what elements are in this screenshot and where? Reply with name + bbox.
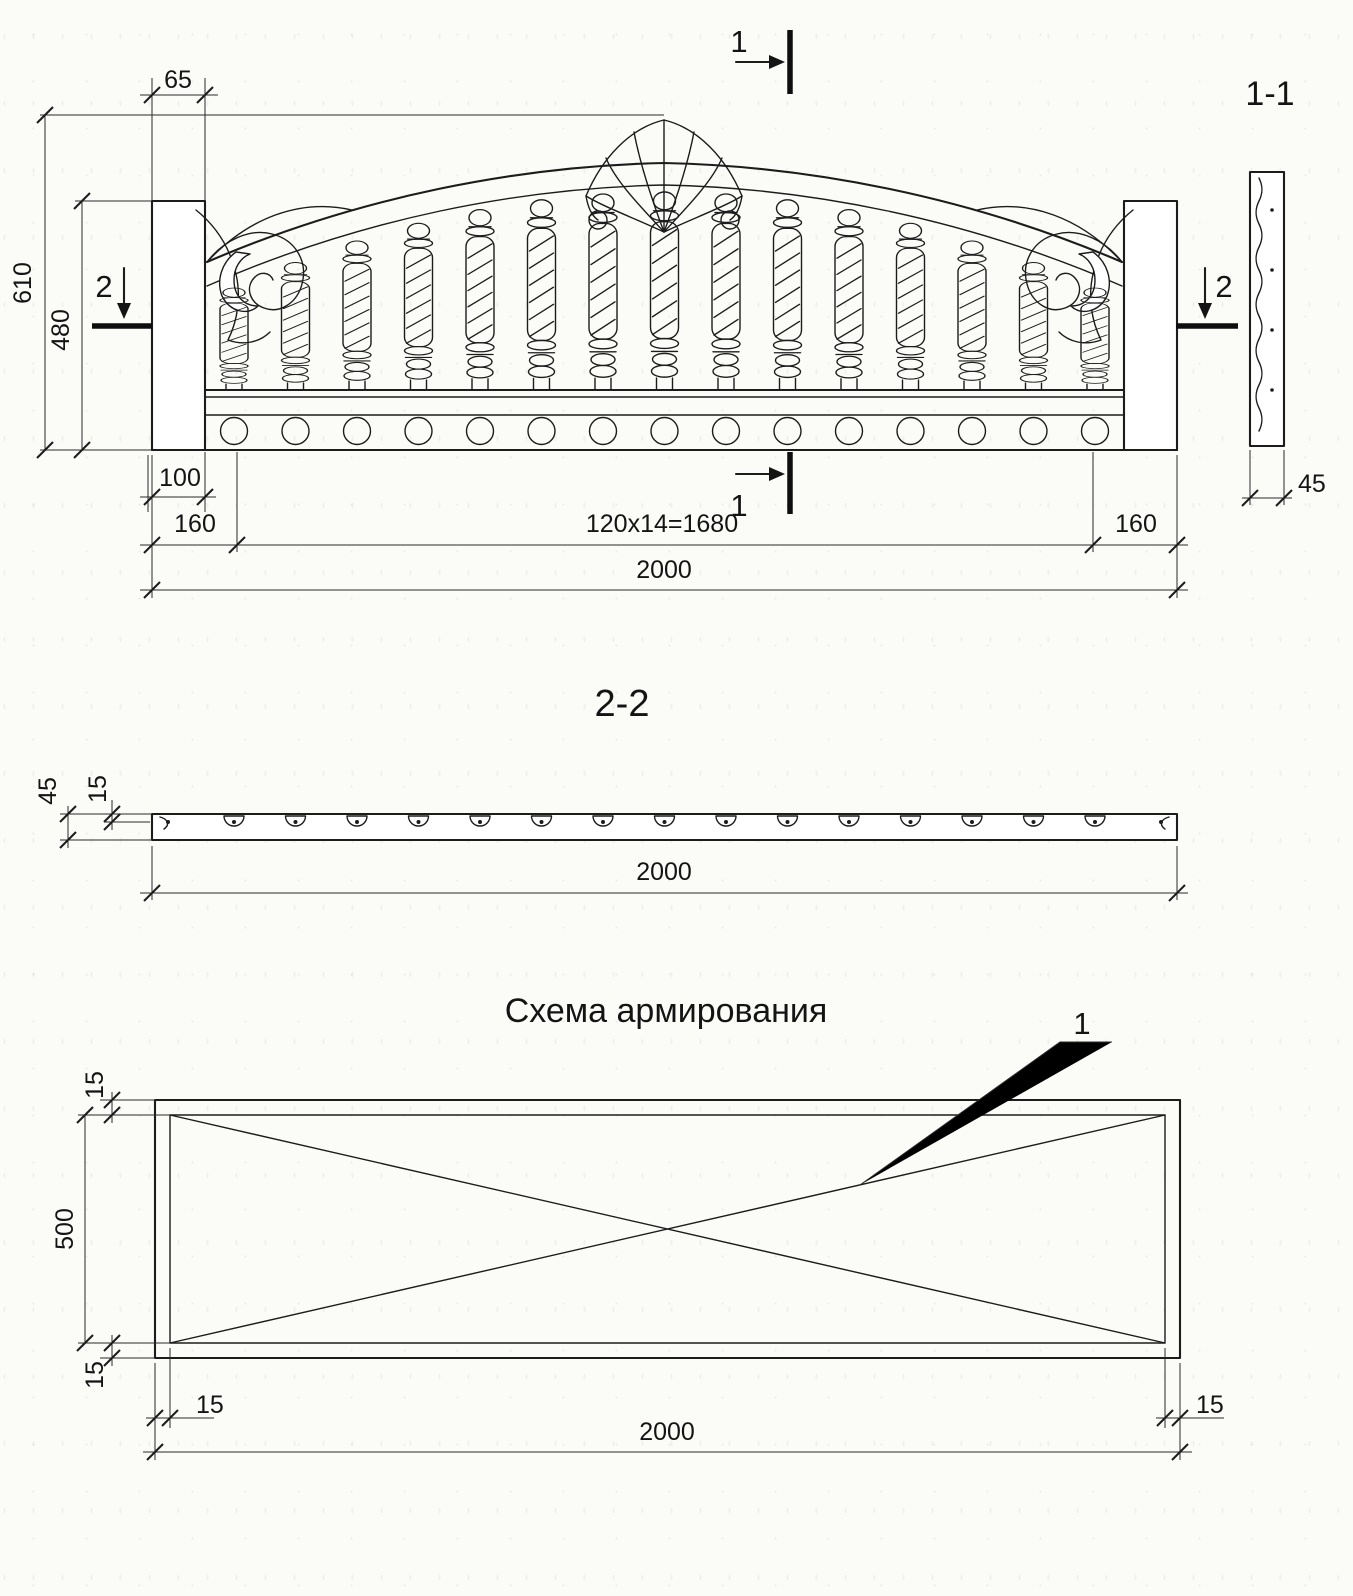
dim-total-width: 2000 <box>636 556 692 584</box>
side-section-outline <box>1248 170 1286 448</box>
section-mark-1-bottom: 1 <box>730 452 793 523</box>
dim-total-height: 610 <box>9 262 37 304</box>
side-section-dots <box>1270 208 1274 392</box>
plan-dimension-lines <box>59 800 1188 902</box>
dim-plan-thickness: 45 <box>34 777 62 805</box>
dim-plan-offset: 15 <box>84 775 112 803</box>
rebar-callout: 1 <box>859 1006 1112 1186</box>
dim-top-cover: 15 <box>81 1071 109 1099</box>
dim-rail-height: 480 <box>47 309 75 351</box>
section-mark-label: 2 <box>1215 269 1232 304</box>
section-mark-1-top: 1 <box>730 24 793 94</box>
dim-plan-total-width: 2000 <box>636 858 692 886</box>
reinforcement-scheme: Схема армирования 1 15 500 15 15 15 2000 <box>51 992 1224 1461</box>
plan-socket-row <box>159 815 1170 830</box>
plan-section-view: 2-2 45 15 2000 <box>34 683 1188 902</box>
plan-section-title: 2-2 <box>595 683 650 725</box>
dim-reinf-total-width: 2000 <box>639 1418 695 1446</box>
section-mark-2-right: 2 <box>1176 266 1238 329</box>
reinforcement-dimension-lines <box>76 1091 1224 1461</box>
side-section-profile <box>1255 177 1263 432</box>
dim-baluster-run: 120x14=1680 <box>586 510 738 538</box>
dim-right-cover: 15 <box>1196 1391 1224 1419</box>
dim-bottom-cover: 15 <box>81 1361 109 1389</box>
elevation-view: 1 1 2 2 65 610 480 100 160 120x14=1680 1… <box>9 24 1238 599</box>
fan-ornament <box>585 119 743 233</box>
reinforcement-title: Схема армирования <box>505 992 828 1030</box>
panel-outline <box>153 1098 1182 1360</box>
dim-left-margin: 160 <box>174 510 216 538</box>
dim-post-width: 65 <box>164 66 192 94</box>
plan-strip-outline <box>150 812 1179 842</box>
dim-base-height: 100 <box>159 464 201 492</box>
base-rail <box>203 388 1126 416</box>
left-post <box>150 199 207 452</box>
section-mark-label: 1 <box>730 488 747 523</box>
dim-right-margin: 160 <box>1115 510 1157 538</box>
elevation-dimension-lines <box>36 78 1188 599</box>
section-mark-2-left: 2 <box>92 266 152 329</box>
rebar-callout-label: 1 <box>1073 1006 1090 1041</box>
section-mark-label: 1 <box>730 24 747 59</box>
base-ball-row <box>219 416 1110 446</box>
rebar-frame <box>169 1114 1166 1344</box>
rebar-diagonals <box>169 1114 1166 1344</box>
side-section-view: 1-1 45 <box>1241 75 1326 507</box>
section-mark-label: 2 <box>95 269 112 304</box>
dim-frame-height: 500 <box>51 1208 79 1250</box>
dim-left-cover: 15 <box>196 1391 224 1419</box>
side-section-title: 1-1 <box>1245 75 1294 113</box>
side-section-dimension-lines <box>1241 450 1293 507</box>
right-post <box>1122 199 1179 452</box>
dim-side-thickness: 45 <box>1298 470 1326 498</box>
baluster-row <box>219 191 1110 392</box>
